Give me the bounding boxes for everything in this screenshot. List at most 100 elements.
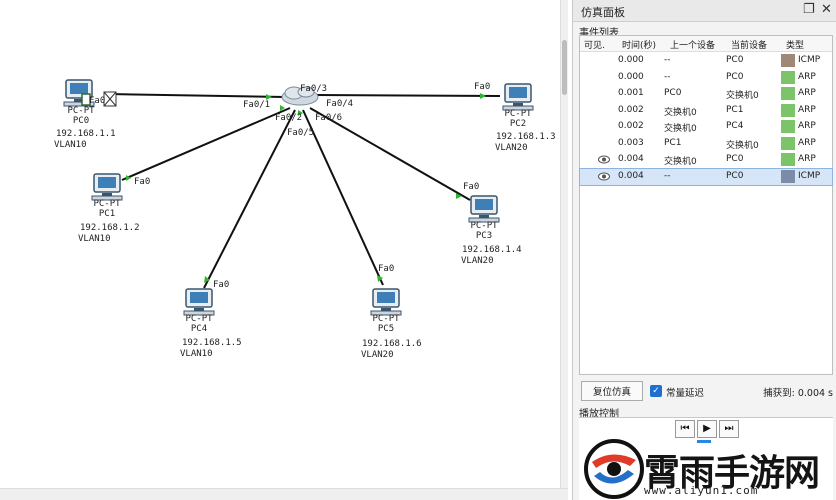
- event-current-device: 交换机0: [726, 91, 759, 101]
- port-label: Fa0/5: [287, 128, 315, 138]
- device-name: PC5: [377, 324, 395, 334]
- event-time: 0.004: [618, 154, 644, 164]
- event-color-swatch: [781, 70, 795, 84]
- event-time: 0.002: [618, 121, 644, 131]
- watermark-logo-icon: [584, 439, 644, 499]
- event-current-device: PC0: [726, 55, 744, 65]
- device-name: PC0: [72, 116, 90, 126]
- pc-icon: [91, 173, 123, 201]
- port-up-indicator: [266, 94, 272, 100]
- event-color-swatch: [781, 120, 795, 133]
- port-up-indicator: [377, 275, 383, 282]
- reset-simulation-button[interactable]: 复位仿真: [581, 381, 643, 401]
- watermark: 霄雨手游网 www.aliyun1.com: [582, 438, 836, 500]
- device-type: PC-PT: [504, 109, 532, 119]
- canvas-vertical-scrollbar[interactable]: [560, 0, 568, 488]
- port-up-indicator: [280, 105, 285, 111]
- step-back-button[interactable]: ⏮: [675, 420, 695, 438]
- canvas-horizontal-scrollbar[interactable]: [0, 488, 568, 500]
- device-name: PC1: [98, 209, 116, 219]
- port-label: Fa0: [213, 280, 230, 290]
- column-header[interactable]: 时间(秒): [622, 41, 657, 51]
- restore-window-icon[interactable]: ❐: [803, 2, 815, 17]
- event-type: ICMP: [798, 55, 821, 65]
- event-current-device: PC0: [726, 170, 744, 181]
- event-last-device: 交换机0: [664, 157, 697, 167]
- column-header[interactable]: 上一个设备: [670, 41, 716, 51]
- event-list-table[interactable]: 可见. 时间(秒) 上一个设备 当前设备 类型 0.000 -- PC0 ICMP 0.…: [579, 35, 833, 375]
- device-ip: 192.168.1.1: [56, 129, 116, 139]
- port-up-indicator: [204, 276, 210, 283]
- port-label: Fa0/6: [315, 113, 343, 123]
- playback-progress: [697, 440, 711, 443]
- link-pc0-switch: [107, 93, 286, 98]
- constant-delay-checkbox[interactable]: ✓: [650, 385, 662, 397]
- port-label: Fa0: [378, 264, 395, 274]
- playback-label: 播放控制: [579, 409, 619, 420]
- device-type: PC-PT: [93, 199, 121, 209]
- eye-icon[interactable]: [598, 172, 610, 181]
- switch-icon: [281, 86, 319, 106]
- event-time: 0.000: [618, 71, 644, 82]
- event-current-device: 交换机0: [726, 140, 759, 151]
- device-vlan: VLAN20: [495, 143, 528, 153]
- event-time: 0.004: [618, 170, 644, 181]
- topology-canvas[interactable]: Fa0/3 Fa0/1 Fa0/4 Fa0/2 Fa0/6 Fa0/5 Fa0 …: [0, 0, 566, 500]
- event-color-swatch: [781, 136, 795, 150]
- simulation-controls: 复位仿真 ✓ 常量延迟 捕获到: 0.004 s: [579, 380, 833, 402]
- column-header[interactable]: 当前设备: [731, 41, 768, 51]
- event-last-device: 交换机0: [664, 107, 697, 118]
- column-header[interactable]: 可见.: [584, 41, 605, 51]
- scrollbar-thumb[interactable]: [562, 40, 567, 95]
- device-name: PC4: [190, 324, 208, 334]
- event-color-swatch: [781, 153, 795, 166]
- panel-title-bar: 仿真面板 ❐ ✕: [573, 0, 836, 22]
- port-label: Fa0: [134, 177, 151, 187]
- event-last-device: PC0: [664, 88, 682, 98]
- pc-icon: [502, 83, 534, 111]
- link-switch-pc5: [302, 109, 384, 286]
- device-vlan: VLAN10: [78, 234, 111, 244]
- topology-links: [63, 79, 534, 316]
- port-label: Fa0: [474, 82, 491, 92]
- device-ip: 192.168.1.2: [80, 223, 140, 233]
- event-current-device: PC4: [726, 121, 744, 131]
- event-type: ARP: [798, 71, 816, 82]
- port-label: Fa0/2: [275, 113, 303, 123]
- link-switch-pc4: [203, 109, 296, 289]
- event-type: ARP: [798, 154, 816, 164]
- eye-icon[interactable]: [598, 155, 610, 164]
- event-last-device: --: [664, 55, 671, 65]
- constant-delay-label: 常量延迟: [666, 388, 705, 399]
- watermark-url: www.aliyun1.com: [644, 484, 759, 497]
- device-ip: 192.168.1.3: [496, 132, 556, 142]
- event-type: ARP: [798, 104, 816, 115]
- device-vlan: VLAN20: [361, 350, 394, 360]
- play-button[interactable]: ▶: [697, 420, 717, 438]
- event-time: 0.002: [618, 104, 644, 115]
- event-time: 0.003: [618, 137, 644, 148]
- packet-envelope-icon: [81, 93, 91, 106]
- port-label: Fa0/1: [243, 100, 271, 110]
- link-switch-pc2: [314, 94, 501, 97]
- column-header[interactable]: 类型: [786, 41, 805, 51]
- device-type: PC-PT: [185, 314, 213, 324]
- close-icon[interactable]: ✕: [821, 2, 832, 17]
- captured-time: 捕获到: 0.004 s: [763, 388, 833, 399]
- event-time: 0.001: [618, 88, 644, 98]
- device-vlan: VLAN20: [461, 256, 494, 266]
- event-last-device: 交换机0: [664, 124, 697, 134]
- device-ip: 192.168.1.5: [182, 338, 242, 348]
- step-forward-button[interactable]: ⏭: [719, 420, 739, 438]
- table-header: 可见. 时间(秒) 上一个设备 当前设备 类型: [580, 36, 832, 52]
- device-ip: 192.168.1.4: [462, 245, 522, 255]
- event-last-device: PC1: [664, 137, 682, 148]
